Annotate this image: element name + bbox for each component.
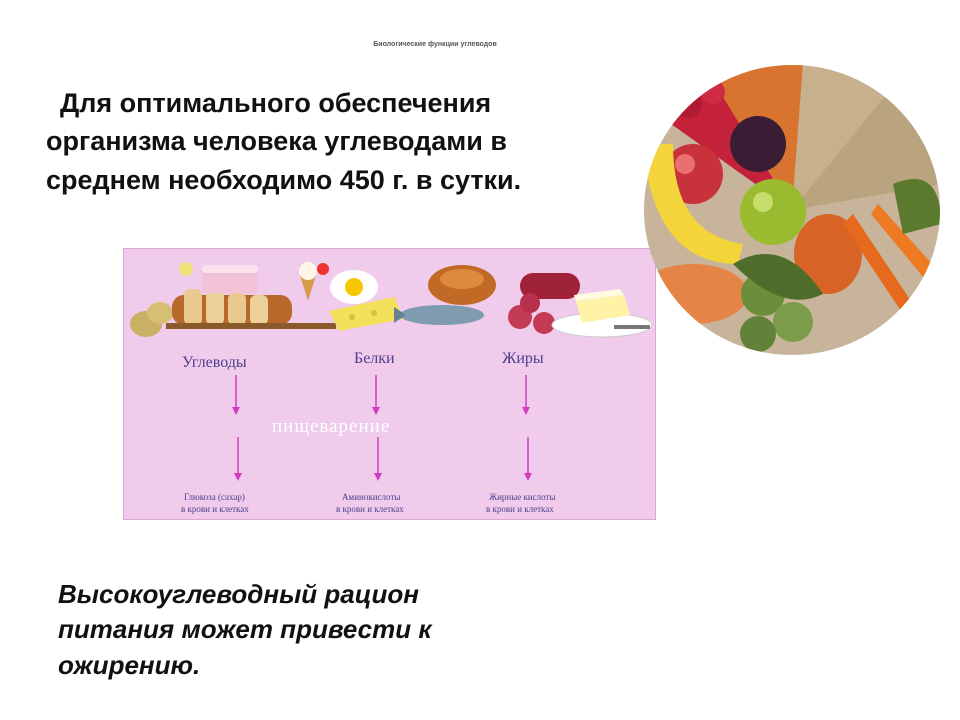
- main-text-line: организма человека углеводами в: [46, 126, 507, 157]
- main-text-line: среднем необходимо 450 г. в сутки.: [46, 164, 522, 195]
- bottom-text-line: ожирению.: [58, 649, 201, 680]
- arrow-icon: [232, 375, 530, 415]
- slide-title: Биологические функции углеводов: [373, 41, 497, 48]
- digestion-diagram: Углеводы Белки Жиры пищеварение Глюкоза …: [123, 248, 656, 520]
- result-fats-line2: в крови и клетках: [486, 504, 554, 514]
- column-label-proteins: Белки: [354, 350, 395, 367]
- main-text-line: Для оптимального обеспечения: [60, 88, 492, 118]
- result-proteins-line2: в крови и клетках: [336, 504, 404, 514]
- result-proteins-line1: Аминокислоты: [342, 492, 400, 502]
- process-label: пищеварение: [272, 416, 390, 437]
- food-illustration: [130, 262, 653, 338]
- arrow-icon: [234, 437, 532, 481]
- food-circle-image: [643, 64, 941, 356]
- bottom-text-line: питания может привести к: [58, 614, 432, 645]
- result-carbs-line1: Глюкоза (сахар): [184, 492, 245, 502]
- result-carbs-line2: в крови и клетках: [181, 504, 249, 514]
- result-fats-line1: Жирные кислоты: [489, 492, 556, 502]
- bottom-statement: Высокоуглеводный рацион питания может пр…: [58, 577, 578, 683]
- column-label-carbs: Углеводы: [182, 354, 247, 371]
- column-label-fats: Жиры: [502, 350, 544, 367]
- main-statement: Для оптимального обеспечения организма ч…: [46, 84, 646, 199]
- bottom-text-line: Высокоуглеводный рацион: [58, 579, 419, 609]
